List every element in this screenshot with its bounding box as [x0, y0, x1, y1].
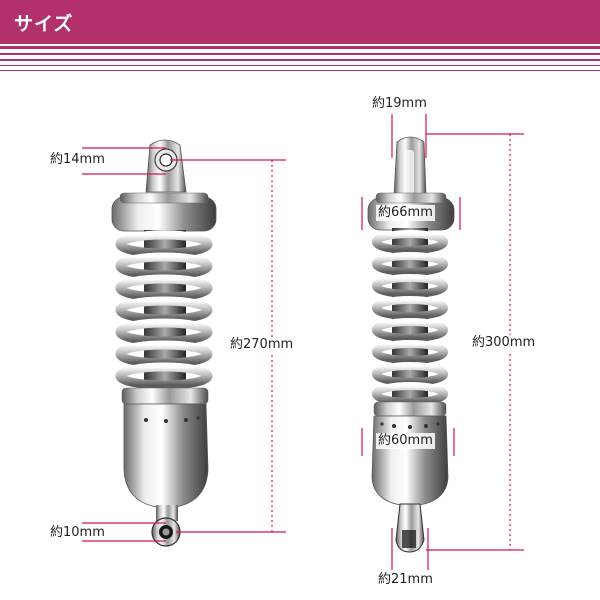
header-bar: サイズ [0, 0, 600, 44]
label-left-bottom-eye: 約10mm [50, 525, 105, 540]
label-right-length: 約300mm [470, 335, 538, 351]
label-left-top-eye: 約14mm [50, 152, 105, 167]
header-title: サイズ [14, 13, 74, 35]
label-left-length: 約270mm [228, 337, 296, 353]
right-shock [367, 136, 455, 553]
label-right-bottom-width: 約21mm [378, 572, 433, 587]
label-right-top-width: 約19mm [372, 96, 427, 111]
right-dimension-lines [361, 114, 524, 570]
header-stripes [0, 44, 600, 78]
left-shock [111, 139, 217, 547]
label-right-body-diameter: 約60mm [376, 433, 435, 449]
label-right-cap-diameter: 約66mm [376, 205, 435, 221]
left-spring [115, 230, 213, 390]
